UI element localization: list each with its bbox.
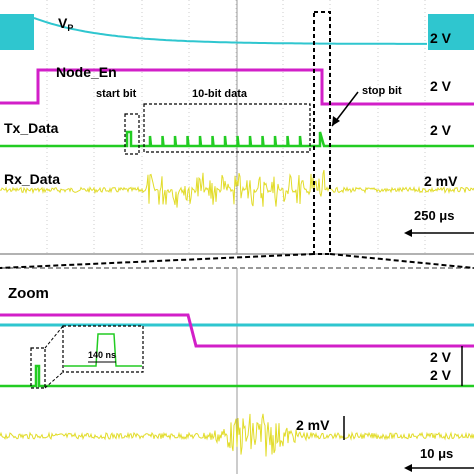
- start-bit-box: [124, 113, 140, 155]
- rx-data-scale-label: 2 mV: [424, 173, 458, 189]
- rx-data-zoom-trace: [0, 413, 474, 457]
- rx-data-zoom-scale-label: 2 mV: [296, 417, 330, 433]
- data-bits-box: [143, 103, 311, 153]
- vp-trace: [33, 17, 427, 45]
- rx-data-trace: [0, 169, 474, 208]
- data-bits-label: 10-bit data: [192, 88, 248, 100]
- node-en-trace: [0, 68, 474, 106]
- tx-data-zoom-scale-label: 2 V: [430, 367, 452, 383]
- node-en-label: Node_En: [56, 64, 117, 80]
- time-scale-label-bottom: 10 μs: [420, 446, 453, 461]
- top-panel: VP Node_En Tx_Data Rx_Data start bit 10-…: [0, 11, 474, 255]
- time-scale-arrowhead-top: [404, 229, 412, 237]
- rx-data-label: Rx_Data: [4, 171, 60, 187]
- inset-zoom-box: [62, 325, 144, 373]
- stop-bit-box: [313, 11, 331, 255]
- vp-scale-label: 2 V: [430, 30, 452, 46]
- inset-pulse-trace: [64, 333, 142, 367]
- tx-pulse-box: [30, 347, 46, 389]
- tx-data-zoom-trace: [0, 364, 474, 388]
- node-en-zoom-trace: [0, 313, 474, 348]
- vp-pulse-right: [428, 14, 474, 50]
- inset-connector: [44, 325, 64, 389]
- vp-pulse-left: [0, 14, 34, 50]
- scale-arrows-bottom: [343, 346, 463, 440]
- time-scale-label-top: 250 μs: [414, 208, 455, 223]
- tx-data-trace: [0, 130, 474, 148]
- time-scale-arrowhead-bottom: [404, 464, 412, 472]
- bottom-panel: Zoom 140 ns 2 V 2 V 2 mV 10 μs: [0, 285, 474, 472]
- zoom-connector: [0, 253, 474, 269]
- tx-data-scale-label: 2 V: [430, 122, 452, 138]
- stop-bit-label: stop bit: [362, 85, 402, 97]
- node-en-scale-label: 2 V: [430, 78, 452, 94]
- node-en-zoom-scale-label: 2 V: [430, 349, 452, 365]
- inset-duration-label: 140 ns: [88, 350, 116, 360]
- zoom-title: Zoom: [8, 285, 49, 302]
- vp-label: VP: [58, 15, 73, 33]
- stop-bit-arrowhead: [332, 116, 340, 126]
- tx-data-label: Tx_Data: [4, 120, 59, 136]
- start-bit-label: start bit: [96, 88, 137, 100]
